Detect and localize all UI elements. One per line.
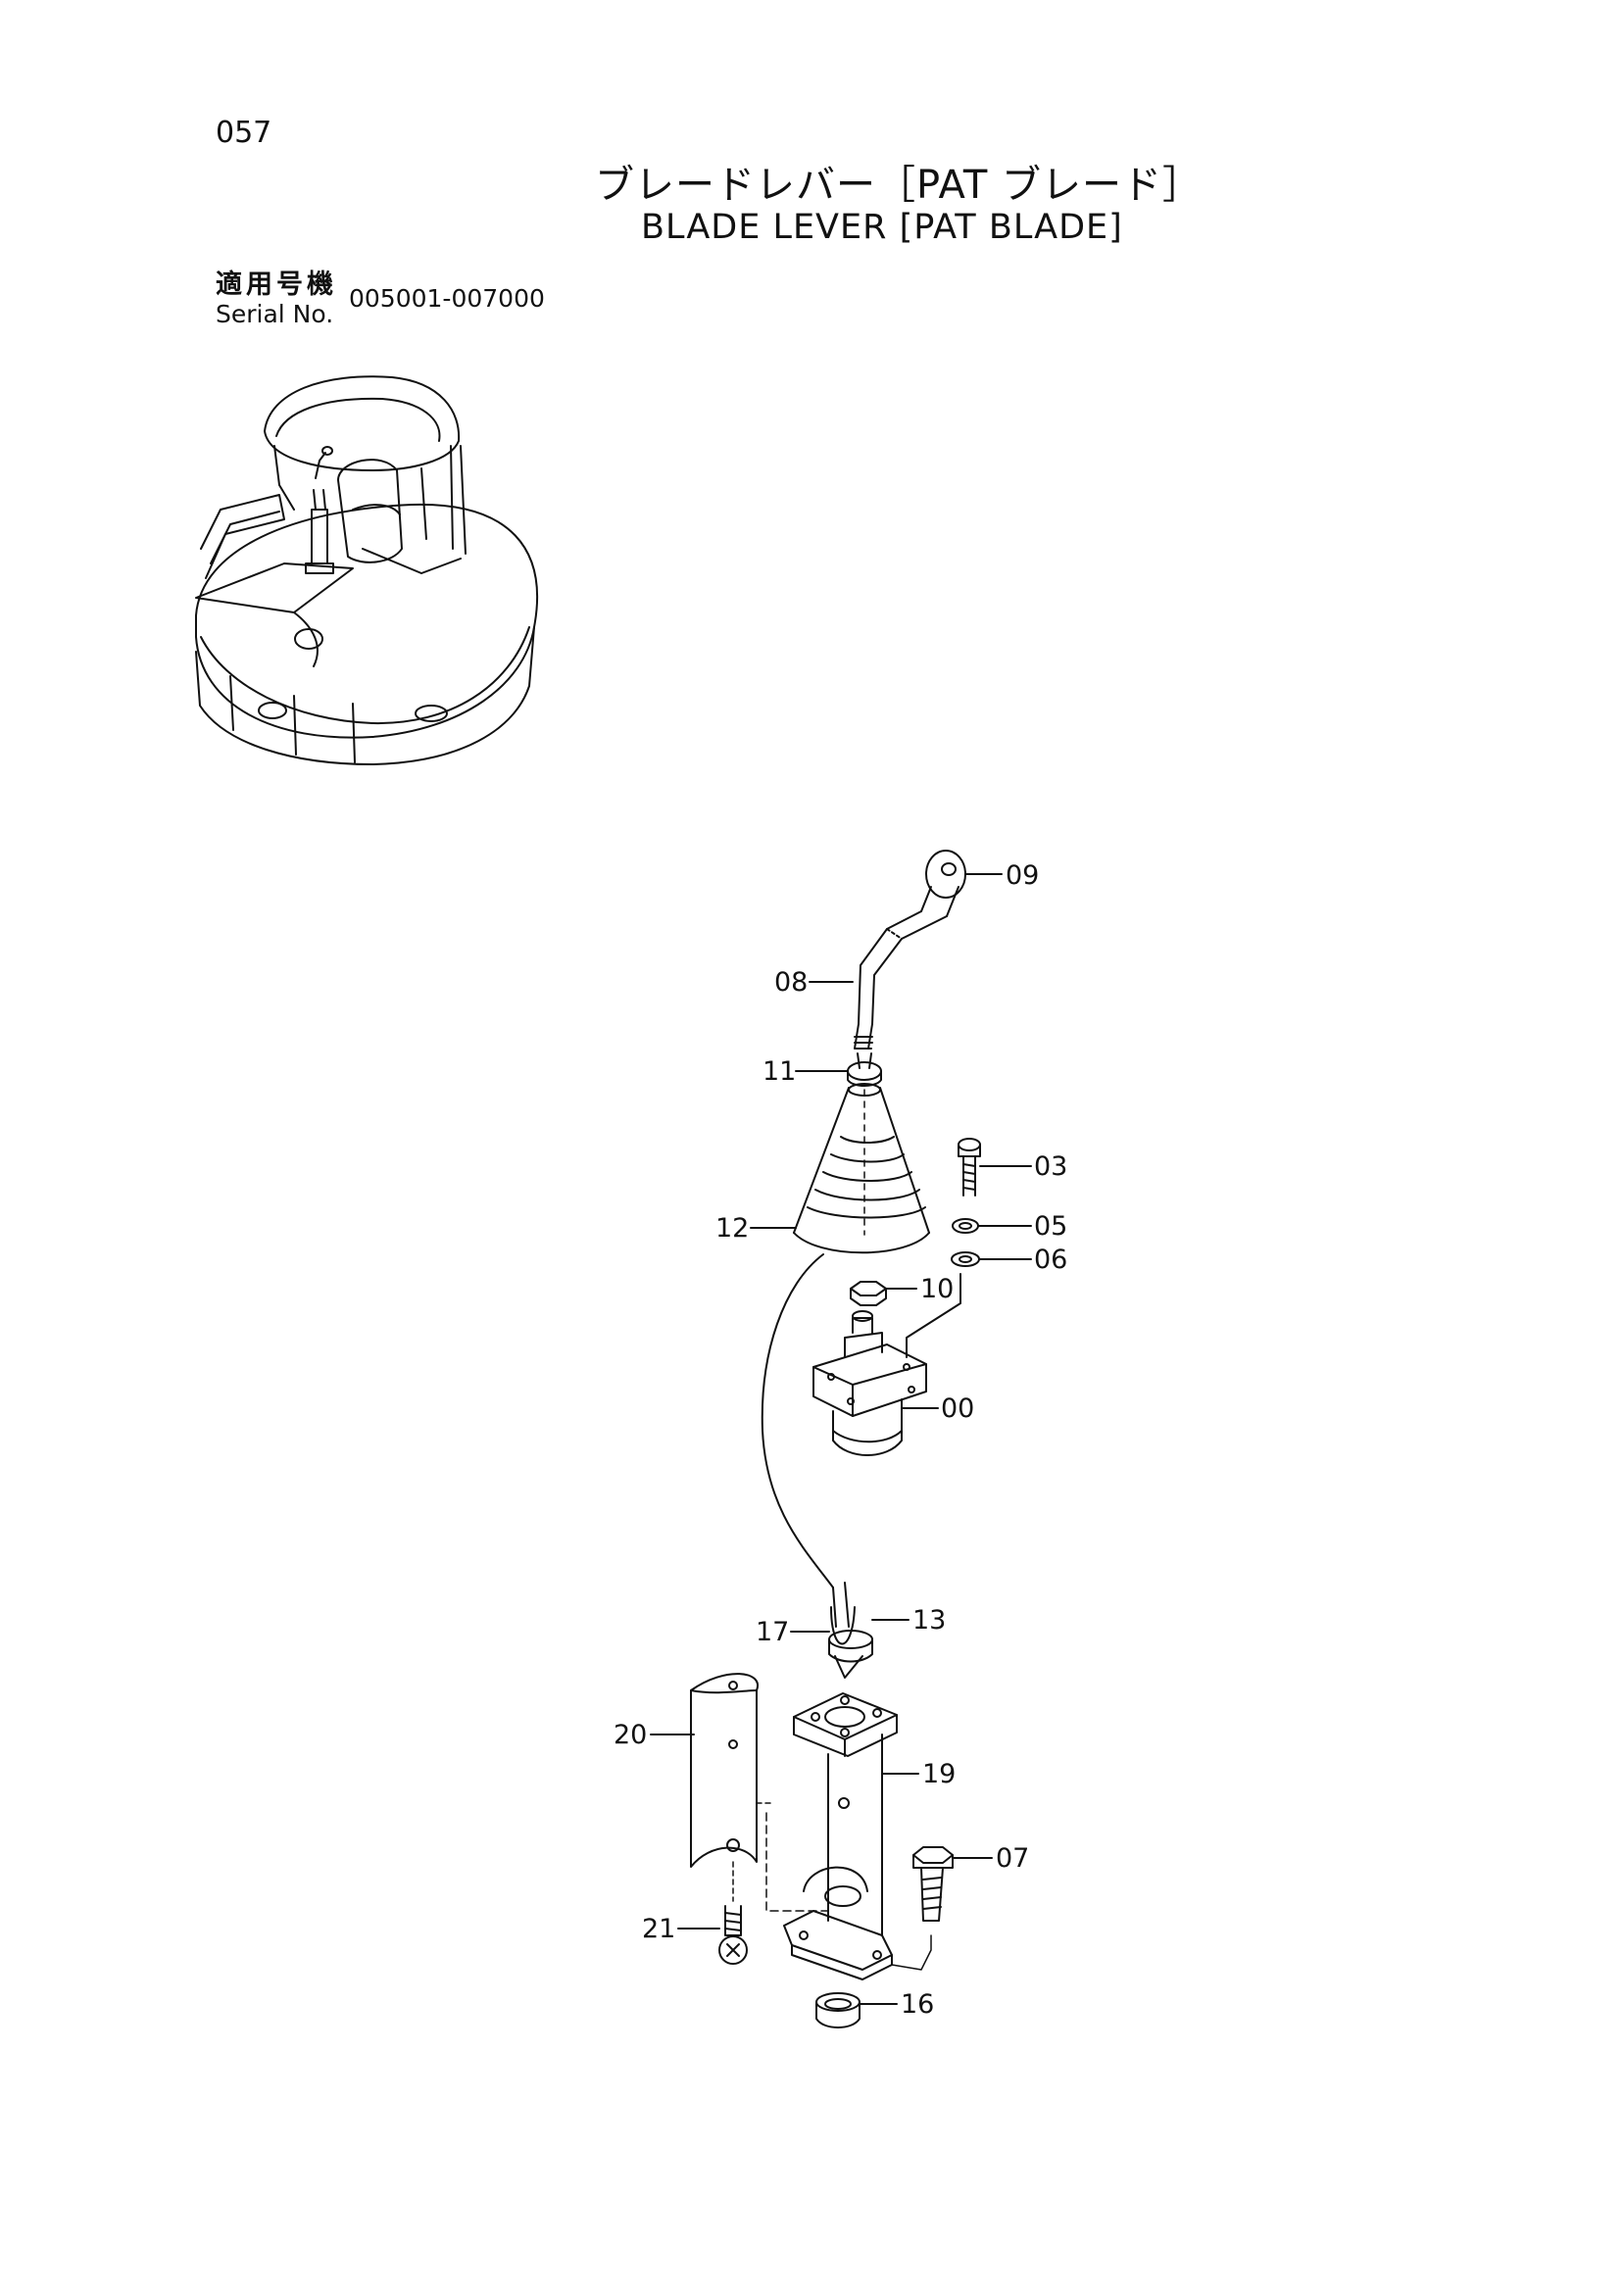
callout-19: 19 — [922, 1759, 956, 1789]
part-00-pilot-valve — [812, 1310, 927, 1456]
callout-06: 06 — [1034, 1245, 1067, 1275]
callout-03: 03 — [1034, 1151, 1067, 1182]
machine-overview-illustration — [195, 375, 539, 765]
part-05-lock-washer — [952, 1218, 979, 1234]
page-title-english: BLADE LEVER [PAT BLADE] — [641, 208, 1123, 247]
part-20-cover — [690, 1673, 775, 1868]
part-06-washer — [951, 1251, 980, 1267]
callout-00: 00 — [941, 1393, 974, 1424]
page-title-japanese: ブレードレバー［PAT ブレード］ — [595, 163, 1203, 208]
callout-20: 20 — [614, 1720, 647, 1750]
part-19-bracket — [765, 1692, 898, 1980]
serial-label-japanese: 適用号機 — [216, 269, 337, 300]
callout-12: 12 — [715, 1213, 749, 1244]
serial-label-english: Serial No. — [216, 300, 334, 328]
serial-number-range: 005001-007000 — [349, 284, 545, 313]
part-08-lever-rod — [854, 910, 948, 1050]
callout-10: 10 — [920, 1274, 954, 1304]
part-17-clamp — [828, 1630, 873, 1679]
part-11-nut — [847, 1052, 882, 1087]
part-03-screw — [958, 1138, 981, 1197]
callout-17: 17 — [756, 1617, 789, 1647]
part-09-lever-knob — [920, 850, 966, 917]
part-21-screw — [718, 1861, 748, 1965]
part-12-rubber-boot — [793, 1083, 930, 1254]
callout-08: 08 — [774, 967, 808, 998]
callout-13: 13 — [912, 1605, 946, 1636]
callout-11: 11 — [762, 1056, 796, 1087]
leader-lines — [650, 873, 1032, 2005]
part-07-bolt — [891, 1846, 954, 1971]
callout-21: 21 — [642, 1914, 675, 1944]
callout-09: 09 — [1006, 860, 1039, 891]
part-13-hose — [761, 1253, 856, 1645]
callout-labels: 09 08 11 03 05 12 06 10 00 17 13 20 19 0… — [614, 860, 1067, 2020]
page-number: 057 — [216, 116, 272, 150]
callout-05: 05 — [1034, 1211, 1067, 1242]
callout-16: 16 — [901, 1989, 934, 2020]
part-16-cap — [815, 1992, 861, 2028]
callout-07: 07 — [996, 1843, 1029, 1874]
part-10-nut — [850, 1281, 887, 1306]
